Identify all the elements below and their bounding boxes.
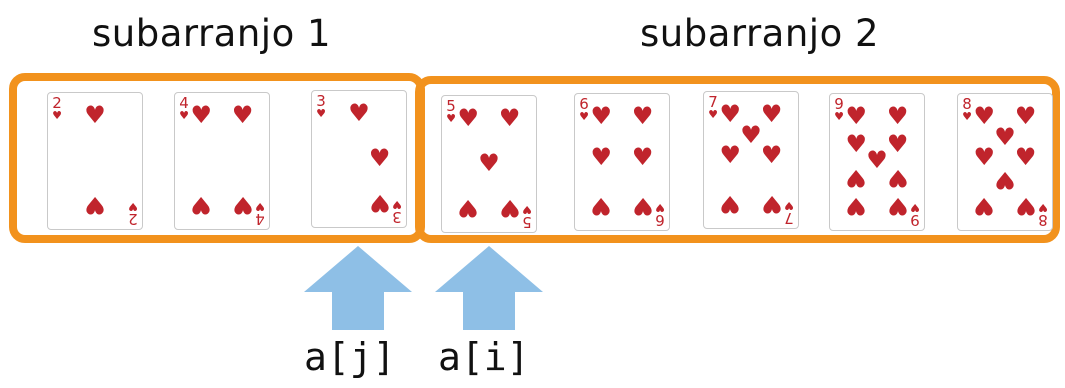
pointer-j-label: a[j] [304,335,396,379]
card-6-of-hearts: 6♥6♥♥♥♥♥♥♥ [574,93,670,231]
heart-icon: ♥ [190,101,213,129]
card-7-of-hearts: 7♥7♥♥♥♥♥♥♥♥ [703,91,799,229]
heart-icon: ♥ [179,109,189,122]
heart-icon: ♥ [886,102,909,130]
heart-icon: ♥ [348,99,370,127]
heart-icon: ♥ [1014,143,1037,171]
card-rank: 9 [834,95,844,113]
heart-icon: ♥ [498,104,521,132]
card-corner-index: 3♥ [314,92,328,120]
card-4-of-hearts: 4♥4♥♥♥♥♥ [174,92,270,230]
heart-icon: ♥ [84,101,106,129]
heart-icon: ♥ [457,104,480,132]
subarray-1-title: subarranjo 1 [92,12,332,55]
card-rank: 3 [316,92,326,110]
card-rank: 2 [52,94,62,112]
heart-icon: ♥ [478,149,500,177]
heart-icon: ♥ [446,112,456,125]
heart-icon: ♥ [231,101,254,129]
heart-icon: ♥ [845,130,868,158]
heart-icon: ♥ [590,143,613,171]
pointer-j-arrow [304,246,412,330]
card-rank: 5 [446,97,456,115]
pointer-i-arrow [435,246,543,330]
heart-icon: ♥ [886,130,909,158]
card-9-of-hearts: 9♥9♥♥♥♥♥♥♥♥♥♥ [829,93,925,231]
heart-icon: ♥ [973,102,996,130]
heart-icon: ♥ [631,143,654,171]
card-corner-index: 4♥ [177,94,191,122]
heart-icon: ♥ [368,144,391,172]
heart-icon: ♥ [708,108,718,121]
heart-icon: ♥ [760,100,783,128]
heart-icon: ♥ [719,100,742,128]
card-corner-index: 8♥ [960,95,974,123]
heart-icon: ♥ [631,102,654,130]
heart-icon: ♥ [1014,102,1037,130]
heart-icon: ♥ [590,102,613,130]
pointer-i-label: a[i] [438,335,530,379]
card-rank: 6 [579,95,589,113]
heart-icon: ♥ [740,121,762,149]
heart-icon: ♥ [719,141,742,169]
card-rank: 8 [962,95,972,113]
card-corner-index: 6♥ [577,95,591,123]
subarray-2-box [415,76,1060,243]
card-corner-index: 7♥ [706,93,720,121]
heart-icon: ♥ [994,123,1016,151]
card-2-of-hearts: 2♥2♥♥♥ [47,92,143,230]
heart-icon: ♥ [834,110,844,123]
card-5-of-hearts: 5♥5♥♥♥♥♥♥ [441,95,537,233]
card-corner-index: 2♥ [50,94,64,122]
heart-icon: ♥ [316,107,326,120]
card-8-of-hearts: 8♥8♥♥♥♥♥♥♥♥♥ [957,93,1053,231]
heart-icon: ♥ [845,102,868,130]
heart-icon: ♥ [579,110,589,123]
heart-icon: ♥ [973,143,996,171]
heart-icon: ♥ [52,109,62,122]
subarray-2-title: subarranjo 2 [640,12,880,55]
card-rank: 4 [179,94,189,112]
heart-icon: ♥ [866,146,888,174]
card-rank: 7 [708,93,718,111]
card-corner-index: 5♥ [444,97,458,125]
heart-icon: ♥ [760,141,783,169]
card-corner-index: 9♥ [832,95,846,123]
card-3-of-hearts: 3♥3♥♥♥♥ [311,90,407,228]
heart-icon: ♥ [962,110,972,123]
